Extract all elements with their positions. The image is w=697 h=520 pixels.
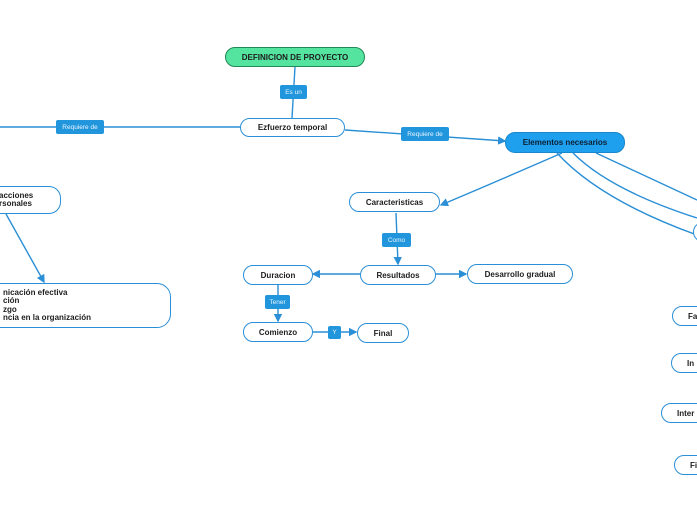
label-requiere-de-right: Requiere de bbox=[401, 127, 449, 141]
label-como: Como bbox=[382, 233, 411, 247]
label-requiere-de-left: Requiere de bbox=[56, 120, 104, 134]
node-caracteristicas[interactable]: Caracteristicas bbox=[349, 192, 440, 212]
node-fi[interactable]: Fi bbox=[674, 455, 697, 475]
label-tener: Tener bbox=[265, 295, 290, 309]
node-habilidades[interactable]: nicación efectiva ción zgo ncia en la or… bbox=[0, 283, 171, 328]
link-elementos-right-3 bbox=[595, 152, 697, 201]
node-in[interactable]: In bbox=[671, 353, 697, 373]
factores-text: acciones rsonales bbox=[0, 190, 34, 208]
node-inter[interactable]: Inter bbox=[661, 403, 697, 423]
node-duracion[interactable]: Duracion bbox=[243, 265, 313, 285]
node-comienzo[interactable]: Comienzo bbox=[243, 322, 313, 342]
link-elementos-caracteristicas bbox=[439, 152, 563, 207]
node-resultados[interactable]: Resultados bbox=[360, 265, 436, 285]
link-elementos-right-1 bbox=[556, 152, 697, 236]
link-factores-habilidades bbox=[5, 213, 45, 284]
node-esfuerzo-temporal[interactable]: Ezfuerzo temporal bbox=[240, 118, 345, 137]
node-factores-personales[interactable]: acciones rsonales bbox=[0, 186, 61, 214]
link-elementos-right-2 bbox=[572, 152, 697, 219]
label-es-un: Es un bbox=[280, 85, 307, 99]
node-definicion-proyecto[interactable]: DEFINICION DE PROYECTO bbox=[225, 47, 365, 67]
node-fa[interactable]: Fa bbox=[672, 306, 697, 326]
node-elementos-necesarios[interactable]: Elementos necesarios bbox=[505, 132, 625, 153]
label-y: Y bbox=[328, 326, 341, 339]
node-final[interactable]: Final bbox=[357, 323, 409, 343]
habilidades-text: nicación efectiva ción zgo ncia en la or… bbox=[3, 287, 92, 322]
node-desarrollo-gradual[interactable]: Desarrollo gradual bbox=[467, 264, 573, 284]
